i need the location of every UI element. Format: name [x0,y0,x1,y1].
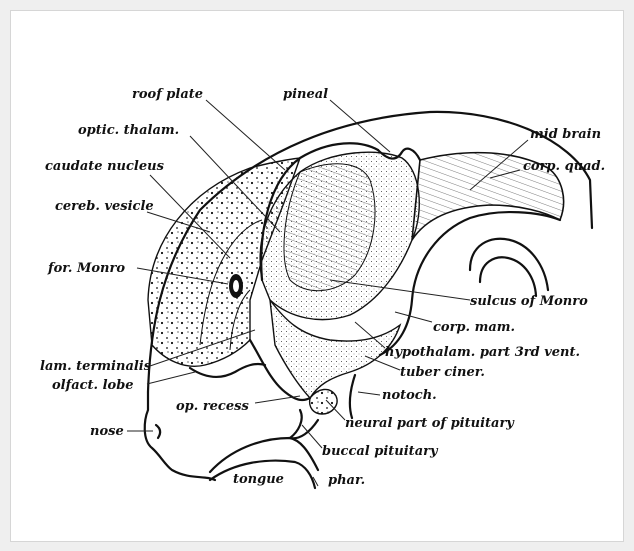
label-phar: phar. [328,473,365,488]
leader-op-recess [255,396,300,403]
label-corp-quad: corp. quad. [523,159,605,174]
label-tongue: tongue [233,472,284,487]
label-corp-mam: corp. mam. [433,320,515,335]
label-for-monro: for. Monro [47,261,125,276]
mesencephalic-curve [470,239,548,290]
label-tuber-ciner: tuber ciner. [400,365,485,380]
label-neural-pituitary: neural part of pituitary [345,416,515,431]
label-cereb-vesicle: cereb. vesicle [55,199,154,214]
leader-roof-plate [206,100,285,170]
label-roof-plate: roof plate [132,87,203,102]
leader-notoch [358,392,380,395]
label-notoch: notoch. [382,388,437,403]
buccal-pituitary [290,410,318,438]
label-pineal: pineal [283,87,328,102]
pharynx-roof [210,438,318,472]
label-sulcus-of-monro: sulcus of Monro [470,294,588,309]
label-op-recess: op. recess [176,399,249,414]
notochord [350,375,355,418]
leader-olfact-lobe [147,372,195,384]
nose-detail [156,425,160,438]
mesencephalic-curve-inner [480,257,536,296]
leader-corp-mam [395,312,432,322]
label-mid-brain: mid brain [530,127,601,142]
label-lam-terminalis: lam. terminalis [40,359,152,374]
label-caudate-nucleus: caudate nucleus [45,159,165,174]
label-olfact-lobe: olfact. lobe [52,378,134,393]
foramen-inner [233,280,239,292]
label-optic-thalam: optic. thalam. [78,123,179,138]
label-buccal-pituitary: buccal pituitary [322,444,439,459]
label-hypothalam: hypothalam. part 3rd vent. [385,345,580,360]
label-nose: nose [90,424,124,439]
